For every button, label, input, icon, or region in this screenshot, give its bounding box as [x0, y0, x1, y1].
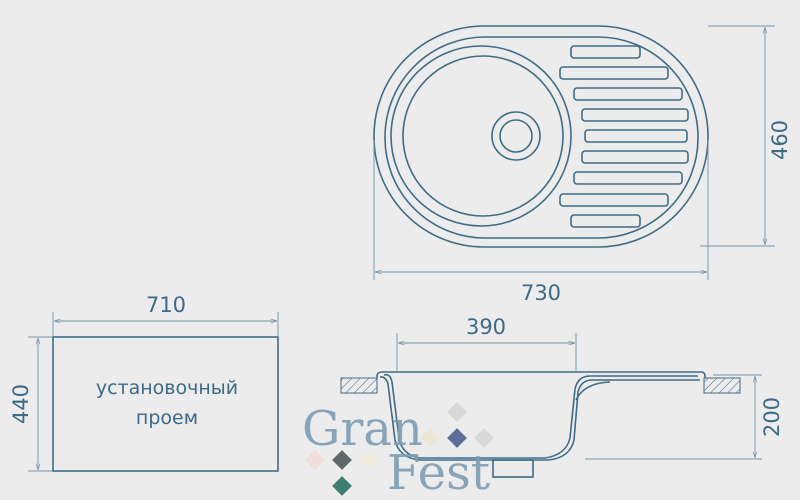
- drainboard-rib: [570, 45, 641, 59]
- cutout-label-line1: установочный: [96, 377, 238, 399]
- sink-section-outer: [379, 376, 700, 461]
- logo-gran: Gran: [302, 401, 423, 457]
- drainboard-ribs: [559, 45, 689, 228]
- dim-730-label: 730: [521, 281, 561, 305]
- dim-460-label: 460: [768, 120, 792, 160]
- dim-390-label: 390: [466, 315, 506, 339]
- drainboard-rib: [573, 171, 683, 185]
- dimension-height-top: 460: [700, 25, 792, 247]
- cutout-rect: [52, 336, 279, 472]
- countertop-right: [703, 377, 741, 394]
- dim-710-label: 710: [146, 293, 186, 317]
- sink-section-view: 390 200: [340, 315, 784, 478]
- drain-inner: [499, 119, 533, 153]
- bowl-inner: [402, 55, 564, 217]
- logo-fest: Fest: [387, 445, 490, 500]
- drainboard-rib: [584, 129, 688, 143]
- drainboard-rib: [581, 150, 689, 164]
- dimension-width-top: 730: [373, 140, 709, 305]
- sink-outer-rim: [373, 25, 709, 248]
- cutout-view: 710 440 установочный проем: [9, 293, 279, 472]
- drain-outer: [491, 111, 541, 161]
- drainboard-rib: [559, 66, 669, 80]
- bowl-outer-ring: [390, 45, 572, 227]
- sink-inner-rim: [384, 36, 699, 239]
- countertop-left: [340, 377, 378, 394]
- dim-440-label: 440: [9, 384, 33, 424]
- drain-outlet: [492, 459, 534, 478]
- cutout-label-line2: проем: [136, 407, 198, 429]
- drainboard-curve: [575, 381, 611, 401]
- drainboard-rib: [570, 214, 641, 228]
- sink-rim-top: [376, 371, 706, 378]
- drainboard-rib: [573, 87, 683, 101]
- dim-200-label: 200: [760, 397, 784, 437]
- sink-section-inner: [383, 373, 698, 459]
- sink-top-view: [373, 25, 709, 248]
- drainboard-rib: [581, 108, 689, 122]
- drainboard-rib: [559, 193, 669, 207]
- granfest-logo: Gran Fest: [302, 401, 494, 500]
